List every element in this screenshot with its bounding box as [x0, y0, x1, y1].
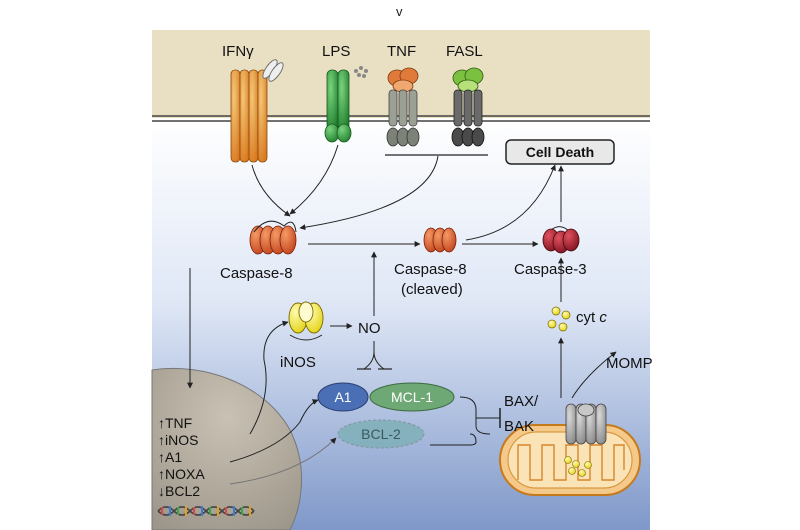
- arrow-bcl2-gene-to-bcl2: [229, 437, 337, 485]
- label-cell-death: Cell Death: [526, 144, 594, 160]
- label-cyt-italic-c: c: [599, 309, 607, 326]
- label-momp: MOMP: [606, 355, 653, 372]
- lps-receptor: [324, 69, 352, 143]
- tnf-receptor: [386, 67, 420, 147]
- label-bak: BAK: [504, 418, 534, 435]
- label-lps: LPS: [322, 43, 350, 60]
- arrow-bax-to-momp: [571, 351, 617, 399]
- cyt-c-dots-icon: [547, 306, 571, 332]
- label-caspase-3: Caspase-3: [514, 261, 587, 278]
- gene-label: A1: [165, 449, 182, 465]
- gene-label: BCL2: [165, 483, 200, 499]
- gene-label: TNF: [165, 415, 192, 431]
- inos-icon: [288, 301, 324, 341]
- inhibit-no-to-bcl: [363, 341, 385, 370]
- nucleus: [151, 367, 302, 530]
- gene-arrow: ↑: [158, 466, 165, 482]
- mcl1-protein: [369, 382, 455, 412]
- gene-label: NOXA: [165, 466, 205, 482]
- ifng-receptor: [230, 69, 268, 163]
- label-bax: BAX/: [504, 393, 539, 410]
- caspase-3-icon: [542, 226, 580, 254]
- label-inos: iNOS: [280, 354, 316, 371]
- gene-arrow: ↑: [158, 432, 165, 448]
- label-caspase-8-cleaved-1: Caspase-8: [394, 261, 467, 278]
- bax-bak-pore-icon: [565, 403, 607, 445]
- label-mcl1: MCL-1: [391, 389, 433, 405]
- fasl-receptor: [451, 67, 485, 147]
- gene-label: iNOS: [165, 432, 198, 448]
- label-caspase-8: Caspase-8: [220, 265, 293, 282]
- nucleus-gene-list: ↑TNF ↑iNOS ↑A1 ↑NOXA ↓BCL2: [158, 415, 205, 499]
- arrow-cleaved-to-death: [465, 164, 556, 241]
- label-cyt-c: cyt c: [576, 309, 607, 326]
- dna-helix-icon: [157, 506, 255, 516]
- a1-protein: [317, 382, 369, 412]
- arrow-a1-gene-to-a1: [229, 399, 319, 463]
- svg-text:↓BCL2: ↓BCL2: [158, 483, 200, 499]
- arrows: [187, 144, 617, 485]
- svg-text:↑NOXA: ↑NOXA: [158, 466, 205, 482]
- arrow-lps-to-casp8: [289, 144, 339, 215]
- label-ifng: IFNγ: [222, 43, 254, 60]
- gene-arrow: ↑: [158, 449, 165, 465]
- arrow-ifng-to-casp8: [251, 164, 291, 217]
- label-a1: A1: [334, 389, 351, 405]
- arrow-inos-gene-to-inos: [249, 320, 289, 435]
- bcl2-protein: [337, 419, 425, 449]
- ifng-ligand-icon: [262, 59, 284, 82]
- gene-arrow: ↑: [158, 415, 165, 431]
- svg-text:↑A1: ↑A1: [158, 449, 182, 465]
- caspase-8-cleaved-icon: [423, 227, 457, 253]
- label-bcl2: BCL-2: [361, 426, 401, 442]
- gene-arrow: ↓: [158, 483, 165, 499]
- label-fasl: FASL: [446, 43, 483, 60]
- caspase-8-icon: [249, 220, 297, 255]
- label-cyt: cyt: [576, 309, 596, 326]
- cell-death-box: [505, 139, 615, 165]
- label-caspase-8-cleaved-2: (cleaved): [401, 281, 463, 298]
- label-tnf: TNF: [387, 43, 416, 60]
- figure-panel-mark: v: [396, 4, 403, 19]
- svg-text:↑TNF: ↑TNF: [158, 415, 192, 431]
- lps-particles-icon: [354, 66, 368, 78]
- label-no: NO: [358, 320, 381, 337]
- svg-text:↑iNOS: ↑iNOS: [158, 432, 198, 448]
- arrow-tnf-fasl-to-casp8: [299, 155, 439, 231]
